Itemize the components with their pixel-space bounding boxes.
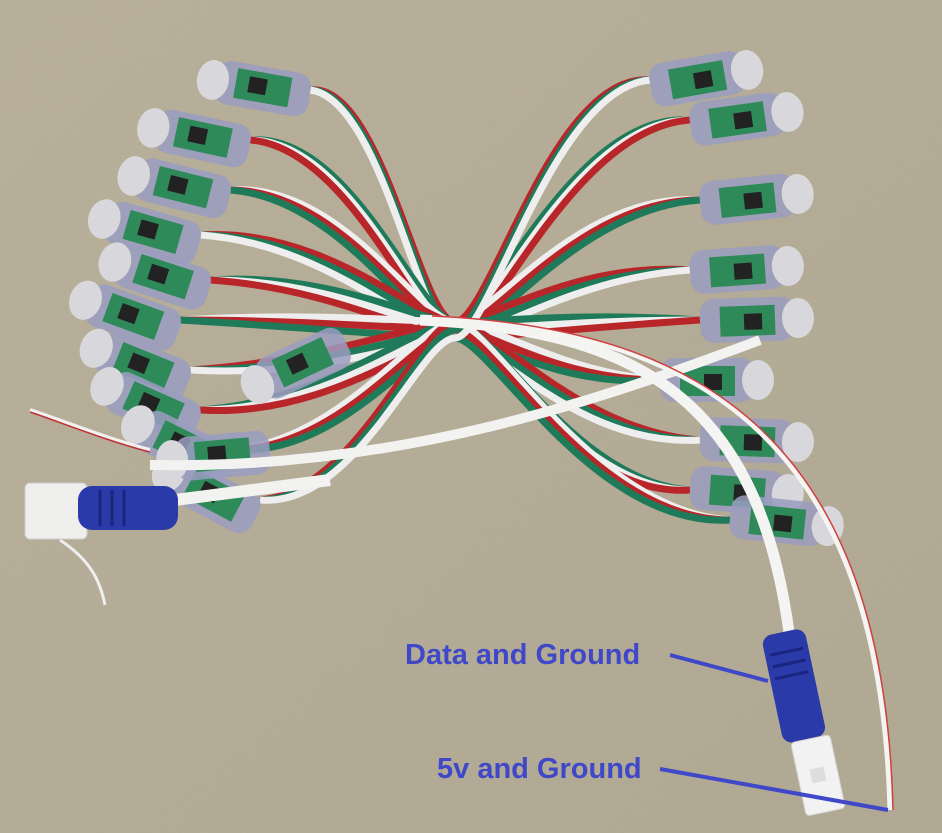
led-pixel	[117, 156, 232, 219]
led-pixel	[689, 91, 804, 146]
led-pixel	[68, 280, 182, 351]
power-cable-red	[431, 315, 894, 811]
left-connector	[24, 482, 178, 540]
pointer-line	[659, 767, 889, 812]
wire	[259, 76, 651, 504]
white-cable	[149, 335, 762, 471]
led-pixel	[699, 173, 814, 225]
annotation-label: 5v and Ground	[437, 753, 642, 785]
led-pixel	[699, 296, 814, 343]
data-cable	[419, 314, 796, 641]
led-pixel	[137, 108, 252, 168]
annotation-data-ground: Data and Ground	[405, 639, 769, 683]
led-pixel	[79, 328, 192, 402]
led-pixel	[649, 50, 764, 107]
annotation-label: Data and Ground	[405, 639, 640, 671]
led-pixel	[196, 60, 311, 117]
annotation-power-ground: 5v and Ground	[437, 753, 889, 812]
power-cable-white	[429, 315, 893, 811]
led-pixel	[98, 242, 212, 310]
led-pixel	[689, 245, 804, 294]
pointer-line	[669, 653, 769, 683]
led-pixel	[240, 327, 351, 404]
led-pixels	[68, 50, 844, 547]
